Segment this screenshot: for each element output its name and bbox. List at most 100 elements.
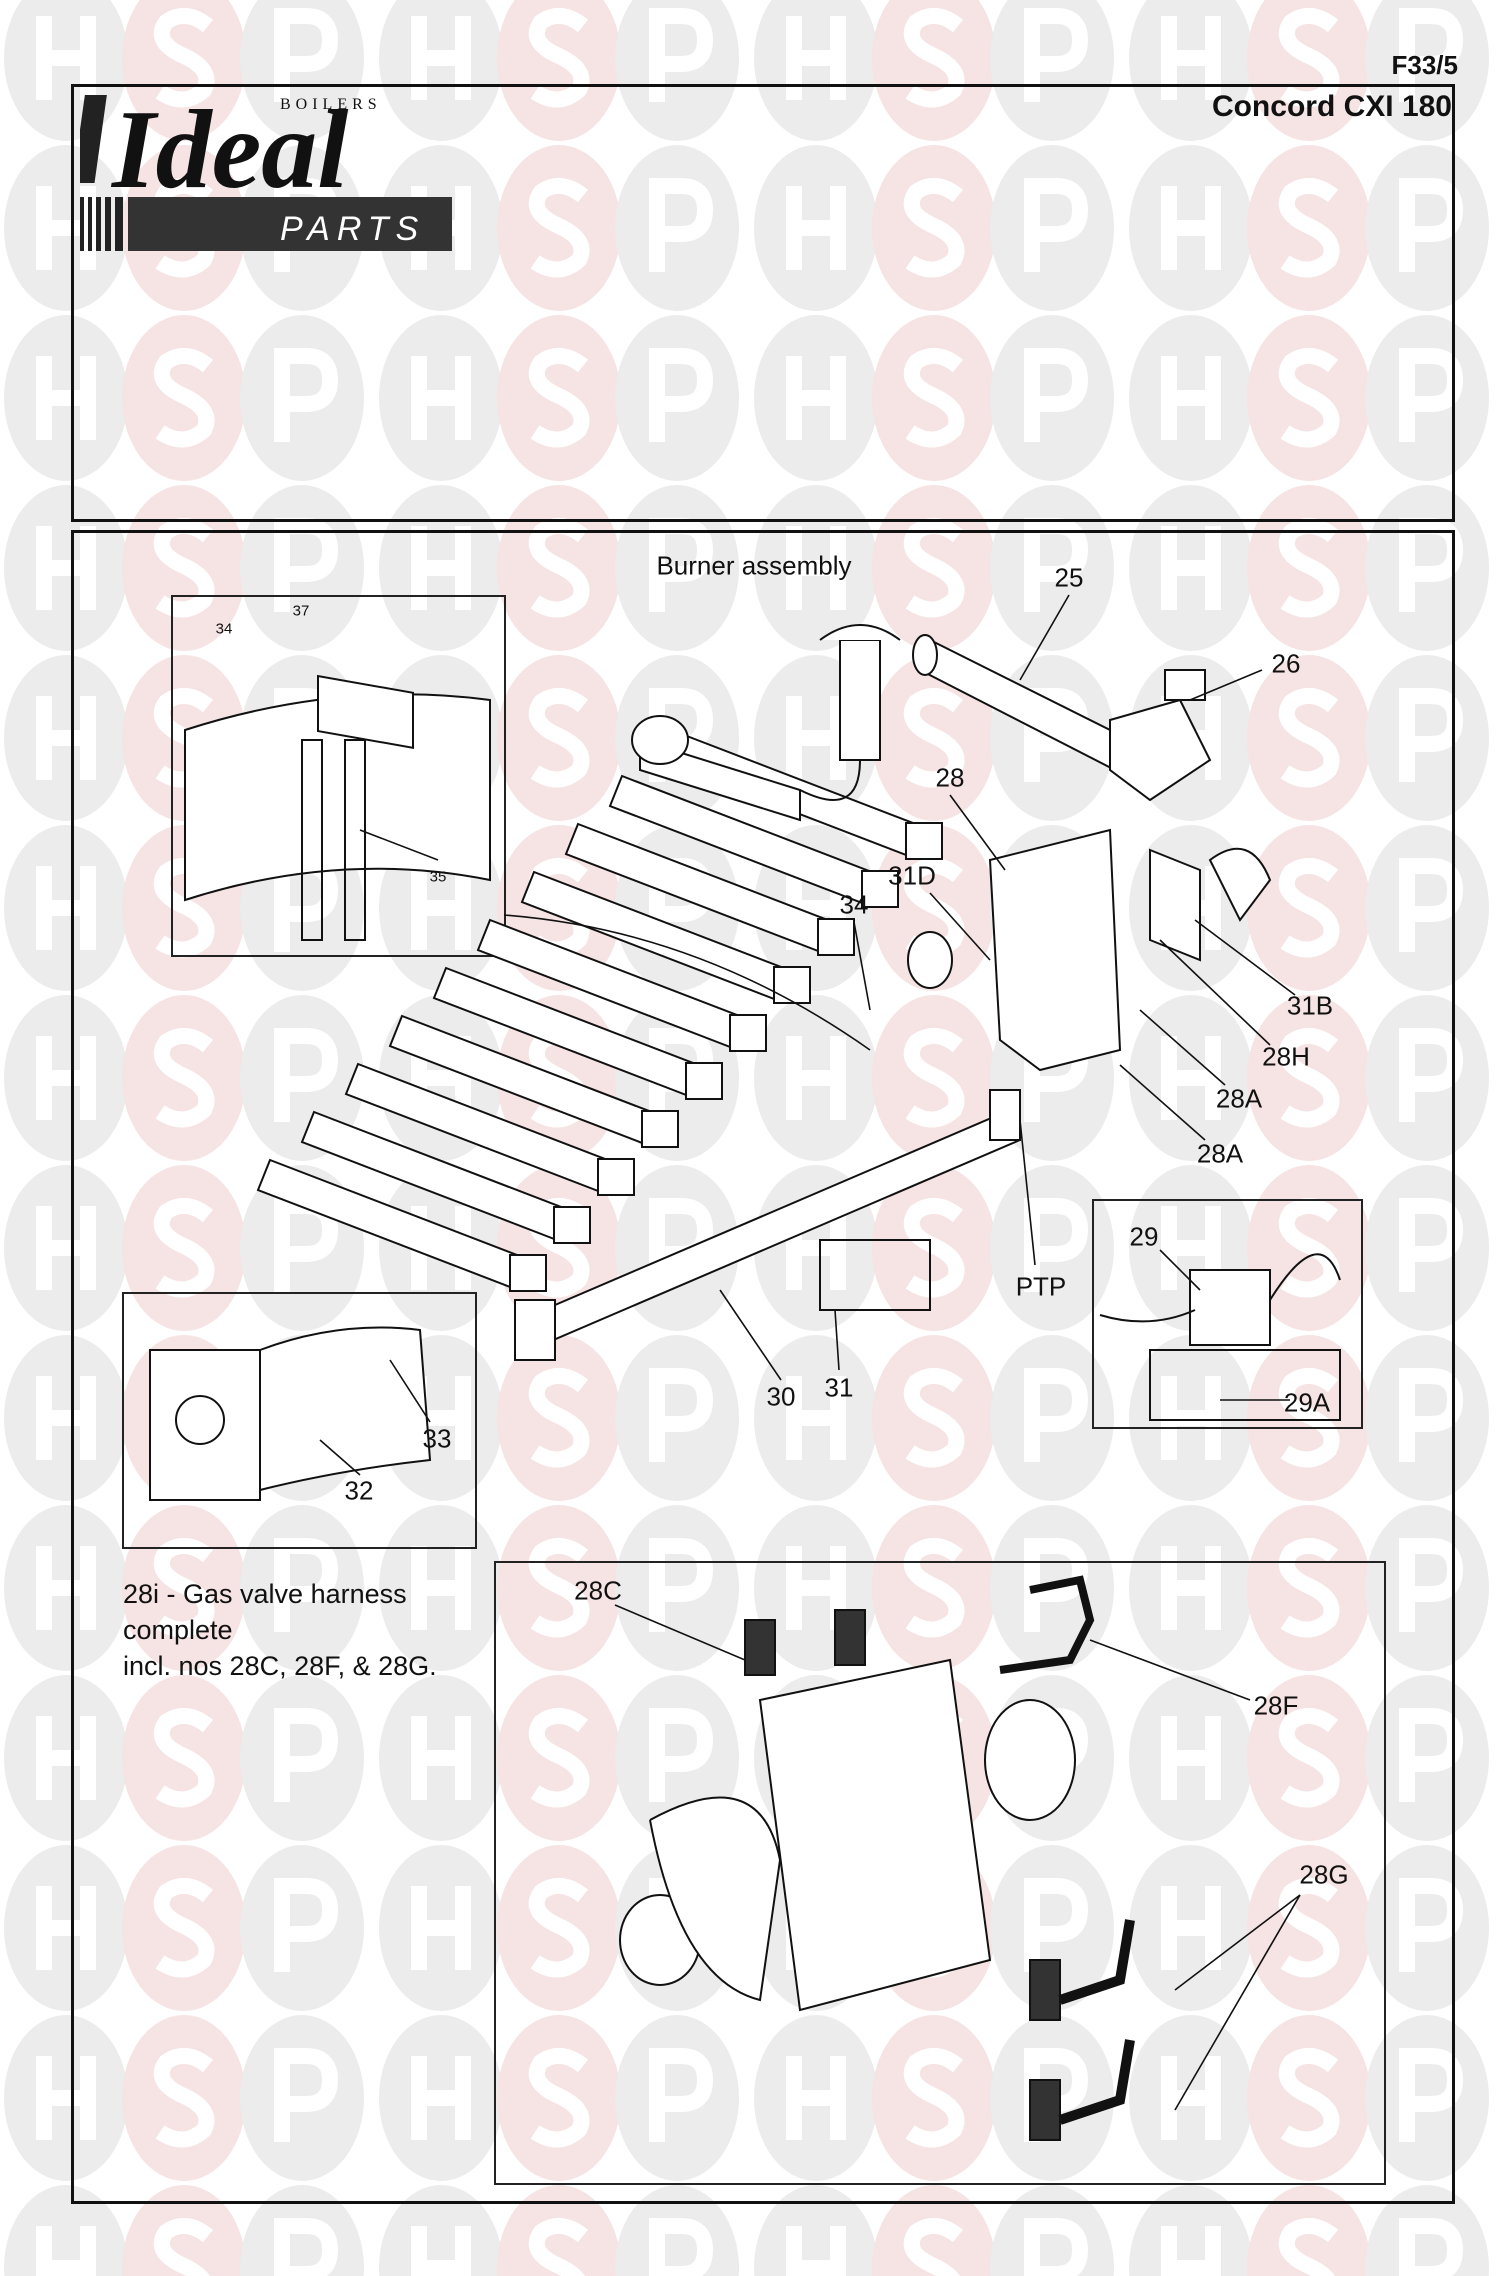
watermark-mark bbox=[990, 145, 1114, 311]
gas-valve-harness-inset bbox=[494, 1561, 1386, 2185]
watermark-mark bbox=[379, 1505, 503, 1671]
part-label-28a: 28A bbox=[1196, 1138, 1244, 1169]
part-label-ptp: PTP bbox=[1015, 1271, 1067, 1302]
watermark-mark bbox=[990, 1335, 1114, 1501]
watermark-mark bbox=[990, 1845, 1114, 2011]
watermark-mark bbox=[990, 1165, 1114, 1331]
watermark-mark bbox=[1365, 2185, 1489, 2276]
watermark-mark bbox=[872, 1505, 996, 1671]
fan-unit-inset bbox=[1092, 1199, 1363, 1429]
watermark-mark bbox=[379, 1675, 503, 1841]
watermark-mark bbox=[122, 995, 246, 1161]
watermark-mark bbox=[615, 485, 739, 651]
part-label-26: 26 bbox=[1271, 648, 1301, 679]
watermark-mark bbox=[1365, 315, 1489, 481]
watermark-mark bbox=[872, 655, 996, 821]
watermark-mark bbox=[4, 655, 128, 821]
watermark-mark bbox=[240, 1505, 364, 1671]
part-label-28a: 28A bbox=[1215, 1083, 1263, 1114]
watermark-mark bbox=[1129, 485, 1253, 651]
watermark-mark bbox=[1247, 2015, 1371, 2181]
watermark-mark bbox=[1365, 485, 1489, 651]
watermark-mark bbox=[754, 485, 878, 651]
watermark-mark bbox=[4, 2015, 128, 2181]
header-box bbox=[71, 84, 1455, 522]
diagram-box bbox=[71, 530, 1455, 2204]
watermark-mark bbox=[872, 2185, 996, 2276]
watermark-mark bbox=[240, 0, 364, 141]
watermark-mark bbox=[1247, 315, 1371, 481]
watermark-mark bbox=[122, 1675, 246, 1841]
model-name: Concord CXI 180 bbox=[1211, 90, 1452, 123]
watermark-mark bbox=[1365, 1675, 1489, 1841]
watermark-mark bbox=[990, 2185, 1114, 2276]
watermark-mark bbox=[1365, 145, 1489, 311]
part-label-28c: 28C bbox=[574, 1575, 622, 1606]
watermark-mark bbox=[122, 485, 246, 651]
watermark-mark bbox=[379, 0, 503, 141]
part-label-29a: 29A bbox=[1283, 1387, 1331, 1418]
leader-lines bbox=[319, 594, 1301, 2111]
ideal-parts-logo: Ideal BOILERS PARTS bbox=[80, 88, 452, 251]
watermark-mark bbox=[754, 995, 878, 1161]
watermark-mark bbox=[1247, 0, 1371, 141]
part-label-34: 34 bbox=[839, 889, 869, 920]
watermark-mark bbox=[1247, 1845, 1371, 2011]
part-label-28f: 28F bbox=[1253, 1690, 1299, 1721]
burner-injector bbox=[773, 966, 811, 1004]
watermark-mark bbox=[1365, 995, 1489, 1161]
burner-injector bbox=[685, 1062, 723, 1100]
burner-injector bbox=[597, 1158, 635, 1196]
watermark-mark bbox=[122, 0, 246, 141]
watermark-mark bbox=[872, 1335, 996, 1501]
watermark-mark bbox=[872, 485, 996, 651]
watermark-mark bbox=[4, 1675, 128, 1841]
watermark-mark bbox=[1365, 1505, 1489, 1671]
part-label-30: 30 bbox=[766, 1381, 796, 1412]
watermark-mark bbox=[872, 315, 996, 481]
watermark-mark bbox=[240, 485, 364, 651]
watermark-mark bbox=[615, 2015, 739, 2181]
watermark-mark bbox=[1129, 1845, 1253, 2011]
harness-caption: 28i - Gas valve harness complete incl. n… bbox=[123, 1576, 437, 1684]
watermark-mark bbox=[615, 1335, 739, 1501]
watermark-mark bbox=[754, 2185, 878, 2276]
watermark-mark bbox=[1365, 2015, 1489, 2181]
burner-injector bbox=[729, 1014, 767, 1052]
part-label-29: 29 bbox=[1129, 1221, 1159, 1252]
watermark-mark bbox=[122, 1505, 246, 1671]
part-label-34-inset: 34 bbox=[215, 620, 233, 638]
watermark-mark bbox=[4, 315, 128, 481]
part-label-28: 28 bbox=[935, 762, 965, 793]
watermark-mark bbox=[872, 0, 996, 141]
watermark-mark bbox=[240, 2015, 364, 2181]
watermark-mark bbox=[872, 145, 996, 311]
watermark-mark bbox=[4, 1335, 128, 1501]
watermark-mark bbox=[615, 315, 739, 481]
caption-line: complete bbox=[123, 1615, 233, 1645]
watermark-mark bbox=[497, 145, 621, 311]
watermark-mark bbox=[754, 315, 878, 481]
watermark-mark bbox=[379, 315, 503, 481]
watermark-mark bbox=[122, 2185, 246, 2276]
watermark-mark bbox=[122, 1845, 246, 2011]
watermark-mark bbox=[990, 0, 1114, 141]
burner-injector bbox=[641, 1110, 679, 1148]
watermark-mark bbox=[1247, 1505, 1371, 1671]
part-label-31d: 31D bbox=[888, 860, 936, 891]
watermark-mark bbox=[240, 315, 364, 481]
watermark-mark bbox=[1129, 2015, 1253, 2181]
watermark-mark bbox=[240, 1675, 364, 1841]
watermark-mark bbox=[1129, 1335, 1253, 1501]
watermark-mark bbox=[1365, 1165, 1489, 1331]
watermark-mark bbox=[1365, 0, 1489, 141]
part-label-31b: 31B bbox=[1286, 990, 1334, 1021]
burner-end-inset bbox=[122, 1292, 477, 1549]
watermark-mark bbox=[754, 0, 878, 141]
burner-injector bbox=[817, 918, 855, 956]
watermark-mark bbox=[1129, 315, 1253, 481]
watermark-mark bbox=[497, 2015, 621, 2181]
watermark-mark bbox=[1247, 145, 1371, 311]
